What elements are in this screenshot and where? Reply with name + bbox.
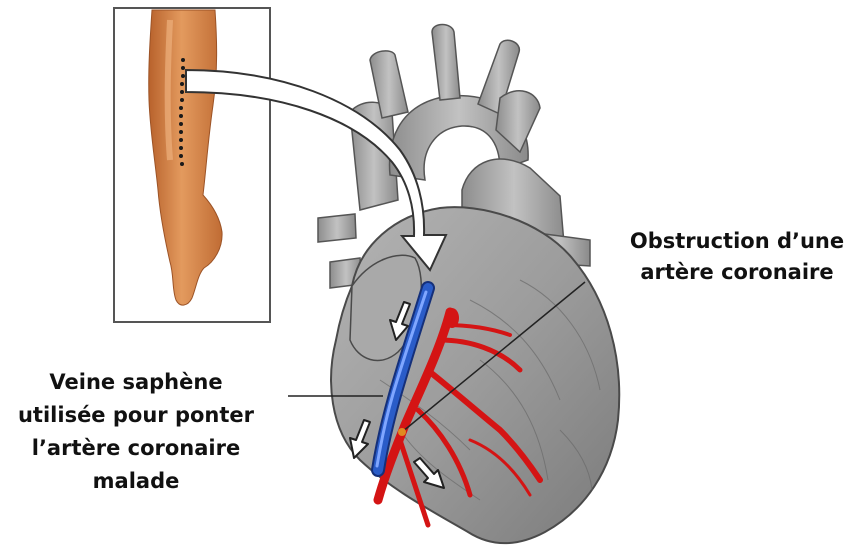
label-veine: Veine saphène utilisée pour ponter l’art… xyxy=(6,366,266,498)
leg-inset xyxy=(114,8,270,322)
pulmonary-vein-left-1 xyxy=(318,214,356,242)
obstruction-point xyxy=(398,428,406,436)
label-veine-line-3: l’artère coronaire xyxy=(6,432,266,465)
label-veine-line-2: utilisée pour ponter xyxy=(6,399,266,432)
label-obstruction-line-2: artère coronaire xyxy=(612,257,862,288)
heart xyxy=(318,25,619,544)
label-obstruction: Obstruction d’une artère coronaire xyxy=(612,226,862,288)
leg-highlight xyxy=(168,20,170,160)
left-carotid xyxy=(432,25,460,101)
label-veine-line-1: Veine saphène xyxy=(6,366,266,399)
label-obstruction-line-1: Obstruction d’une xyxy=(612,226,862,257)
label-veine-line-4: malade xyxy=(6,465,266,498)
